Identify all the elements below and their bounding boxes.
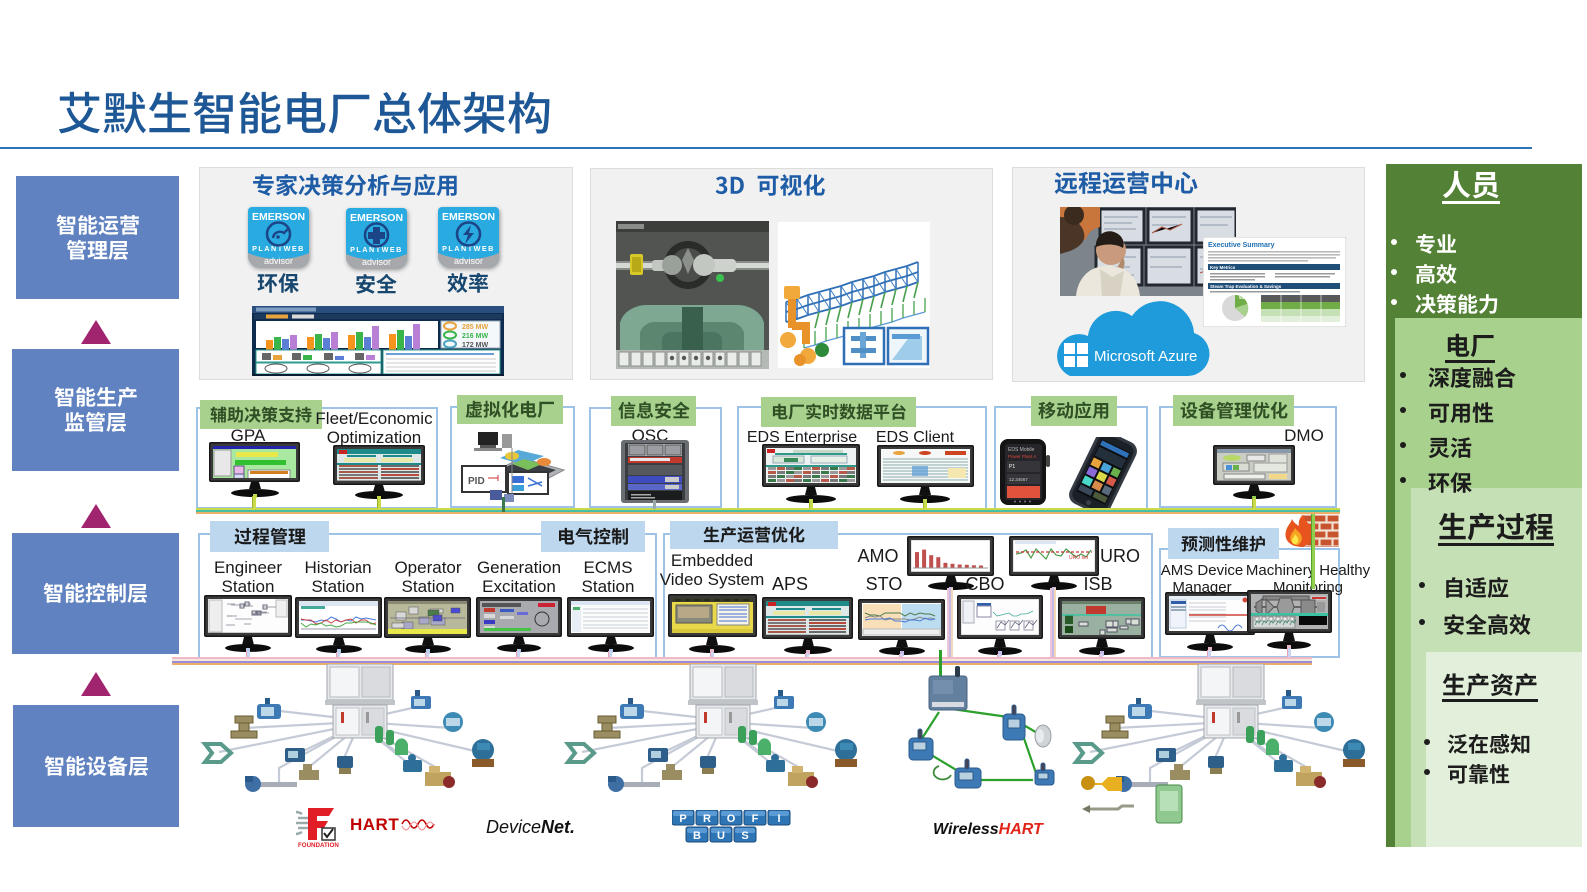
svg-text:B: B xyxy=(693,830,701,842)
svg-text:Executive Summary: Executive Summary xyxy=(1208,242,1275,249)
svg-text:advisor: advisor xyxy=(362,257,391,267)
svg-text:I: I xyxy=(777,813,780,825)
svg-text:Steam Trap Evaluation & Saving: Steam Trap Evaluation & Savings xyxy=(1210,284,1282,289)
svg-text:R: R xyxy=(703,813,711,825)
svg-text:Power Plant A: Power Plant A xyxy=(1008,454,1036,459)
svg-text:PLANTWEB: PLANTWEB xyxy=(442,244,495,253)
svg-text:advisor: advisor xyxy=(454,256,483,266)
svg-text:advisor: advisor xyxy=(264,256,293,266)
svg-text:FOUNDATION: FOUNDATION xyxy=(298,842,339,848)
svg-text:EDS Mobile: EDS Mobile xyxy=(1008,447,1035,453)
svg-text:S: S xyxy=(741,830,748,842)
svg-text:HART: HART xyxy=(350,815,399,834)
svg-text:F: F xyxy=(752,813,759,825)
svg-text:285 MW: 285 MW xyxy=(462,324,488,331)
svg-text:P1: P1 xyxy=(1009,464,1015,470)
svg-text:EMERSON: EMERSON xyxy=(252,211,305,223)
svg-text:URO set: URO set xyxy=(1069,555,1089,561)
svg-text:12.34567: 12.34567 xyxy=(1009,477,1028,482)
svg-text:PID: PID xyxy=(468,476,485,487)
svg-text:EMERSON: EMERSON xyxy=(350,212,403,224)
svg-text:216 MW: 216 MW xyxy=(462,333,488,340)
svg-text:WirelessHART: WirelessHART xyxy=(933,821,1044,838)
svg-text:U: U xyxy=(717,830,725,842)
svg-text:544: 544 xyxy=(1239,295,1247,300)
svg-text:172 MW: 172 MW xyxy=(462,342,488,349)
svg-text:P: P xyxy=(679,813,686,825)
svg-text:Microsoft Azure: Microsoft Azure xyxy=(1094,348,1197,365)
svg-text:O: O xyxy=(727,813,736,825)
svg-text:PLANTWEB: PLANTWEB xyxy=(252,244,305,253)
svg-text:EMERSON: EMERSON xyxy=(442,211,495,223)
svg-text:PLANTWEB: PLANTWEB xyxy=(350,245,403,254)
svg-text:Key Metrics: Key Metrics xyxy=(1210,265,1236,270)
